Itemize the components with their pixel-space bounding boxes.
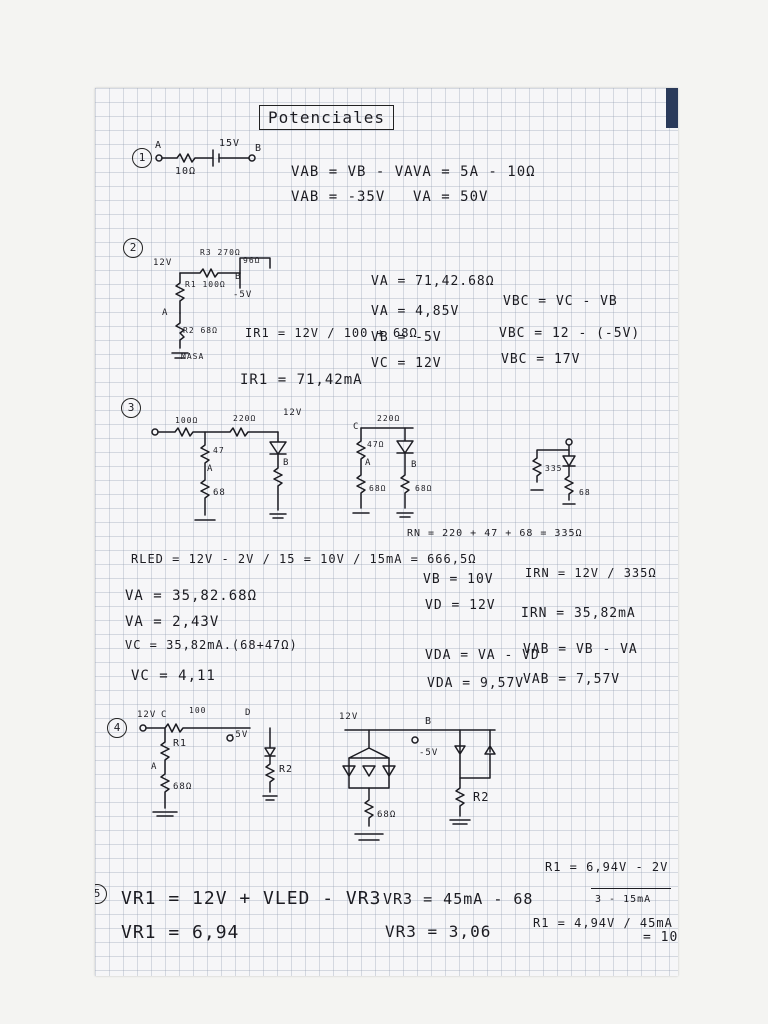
s3-rled: RLED = 12V - 2V / 15 = 10V / 15mA = 666,… xyxy=(131,552,477,566)
s5-vr3-result: VR3 = 3,06 xyxy=(385,922,492,941)
circuit-1 xyxy=(155,149,256,167)
s2-label-r1: R1 100Ω xyxy=(185,280,226,289)
circuit-3a xyxy=(151,427,287,521)
s2-label-m5: -5V xyxy=(233,290,253,300)
s2-vb: VB = -5V xyxy=(371,330,442,345)
s3-vc-2: VC = 4,11 xyxy=(131,668,216,684)
s2-label-r2: R2 68Ω xyxy=(183,326,218,335)
s2-vbc-3: VBC = 17V xyxy=(501,352,581,367)
s1-eq-va: VA = 5A - 10Ω xyxy=(413,164,536,180)
s4b-r2: R2 xyxy=(473,790,490,804)
s4b-v12: 12V xyxy=(339,712,359,722)
s2-va-2: VA = 4,85V xyxy=(371,304,460,319)
s2-ir-result: IR1 = 71,42mA xyxy=(240,372,363,388)
circuit-4b xyxy=(342,729,496,841)
s3-va-1: VA = 35,82.68Ω xyxy=(125,588,258,604)
s2-label-b: B xyxy=(235,272,242,282)
s3-rn: RN = 220 + 47 + 68 = 335Ω xyxy=(407,528,583,539)
s3b-r220: 220Ω xyxy=(377,414,401,423)
s2-vbc-1: VBC = VC - VB xyxy=(503,294,618,309)
s3-v12: 12V xyxy=(283,408,303,418)
s3b-r47: 47Ω xyxy=(367,440,385,449)
s2-label-12v: 12V xyxy=(153,258,173,268)
s4b-node-b: B xyxy=(425,716,433,727)
section-number-4: 4 xyxy=(107,718,127,738)
s1-source-label: 15V xyxy=(219,138,241,149)
s5-fraction-line xyxy=(591,888,671,889)
s5-vr1-result: VR1 = 6,94 xyxy=(121,922,240,943)
s4-node-a: A xyxy=(151,762,158,772)
s4-r100: 100 xyxy=(189,706,207,715)
s2-label-r3: R3 270Ω xyxy=(200,248,241,257)
s4-r68: 68Ω xyxy=(173,782,193,792)
s3c-r68: 68 xyxy=(579,488,591,497)
s4-r1: R1 xyxy=(173,738,188,749)
s3-node-a: A xyxy=(207,464,214,474)
s4-r2: R2 xyxy=(279,764,294,775)
s3b-node-b: B xyxy=(411,460,418,470)
circuit-3c xyxy=(530,438,576,505)
s3-irn-2: IRN = 35,82mA xyxy=(521,606,636,621)
s3-r47: 47 xyxy=(213,446,225,455)
s1-node-b: B xyxy=(255,143,263,154)
s3-vda-1: VDA = VA - VD xyxy=(425,648,540,663)
s2-ir-formula: IR1 = 12V / 100 + 68Ω xyxy=(245,326,418,340)
s3-node-b: B xyxy=(283,458,290,468)
circuit-3b xyxy=(352,427,414,518)
s1-eq-va-result: VA = 50V xyxy=(413,189,489,205)
s2-va-1: VA = 71,42.68Ω xyxy=(371,274,495,289)
section-number-5: 5 xyxy=(95,884,107,904)
s3-r100: 100Ω xyxy=(175,416,199,425)
s5-r1-3: R1 = 4,94V / 45mA xyxy=(533,916,673,930)
s5-vr1-eq: VR1 = 12V + VLED - VR3 xyxy=(121,888,382,909)
s4-m5: -5V xyxy=(229,730,249,740)
s3-vab-2: VAB = 7,57V xyxy=(523,672,621,687)
s1-eq-vab: VAB = VB - VA xyxy=(291,164,414,180)
section-number-2: 2 xyxy=(123,238,143,258)
s3c-r335: 335 xyxy=(545,464,563,473)
s2-label-a: A xyxy=(162,308,169,318)
s5-vr3-eq: VR3 = 45mA - 68 xyxy=(383,890,534,908)
s1-resistor-label: 10Ω xyxy=(175,166,197,177)
s5-r1-2: 3 - 15mA xyxy=(595,894,652,905)
s2-label-masa: MASA xyxy=(181,352,205,361)
page-corner-shadow xyxy=(666,88,678,128)
s2-vc: VC = 12V xyxy=(371,356,442,371)
s2-vbc-2: VBC = 12 - (-5V) xyxy=(499,326,641,341)
circuit-2 xyxy=(171,257,271,359)
s5-r1-1: R1 = 6,94V - 2V xyxy=(545,860,669,874)
s4-node-d: D xyxy=(245,708,252,718)
s4-v12: 12V xyxy=(137,710,157,720)
notebook-page: Potenciales 1 A B 10Ω 15V VAB = VB - VA … xyxy=(95,88,678,976)
title-box: Potenciales xyxy=(259,105,394,130)
s4b-r68: 68Ω xyxy=(377,810,397,820)
s1-node-a: A xyxy=(155,140,163,151)
s3-irn-1: IRN = 12V / 335Ω xyxy=(525,566,657,580)
s4b-m5: -5V xyxy=(419,748,439,758)
s3b-r68-right: 68Ω xyxy=(415,484,433,493)
circuit-4a xyxy=(139,723,278,817)
section-number-3: 3 xyxy=(121,398,141,418)
s2-label-rb: 96Ω xyxy=(243,256,261,265)
s3-r68: 68 xyxy=(213,488,226,498)
s1-eq-vab-result: VAB = -35V xyxy=(291,189,386,205)
s3b-node-c: C xyxy=(353,422,360,432)
page-title: Potenciales xyxy=(268,108,385,127)
s3b-r68: 68Ω xyxy=(369,484,387,493)
section-number-1: 1 xyxy=(132,148,152,168)
s3b-node-a: A xyxy=(365,458,372,468)
s3-va-2: VA = 2,43V xyxy=(125,614,220,630)
s4-node-c: C xyxy=(161,710,168,720)
s3-r220: 220Ω xyxy=(233,414,257,423)
s3-vda-2: VDA = 9,57V xyxy=(427,676,525,691)
s3-vc-1: VC = 35,82mA.(68+47Ω) xyxy=(125,638,298,652)
s3-vab-1: VAB = VB - VA xyxy=(523,642,638,657)
s5-r1-4: = 10 xyxy=(643,930,678,945)
s3-vb: VB = 10V xyxy=(423,572,494,587)
s3-vd: VD = 12V xyxy=(425,598,496,613)
